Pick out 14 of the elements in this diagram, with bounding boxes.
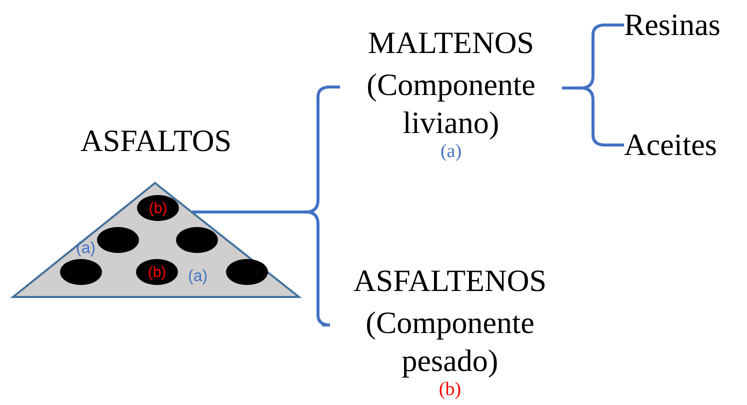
heading: ASFALTOS [79, 122, 233, 160]
fraction-mark: (a) [188, 268, 208, 286]
fraction-mark: (b) [438, 380, 462, 400]
brace-connector [562, 86, 624, 146]
fraction-mark: (a) [439, 142, 463, 162]
fraction-mark: (b) [148, 264, 166, 280]
fraction-label: Resinas [624, 6, 722, 44]
component-heading: ASFALTENOS [352, 262, 548, 300]
fraction-mark: (a) [76, 240, 96, 258]
component-description: (Componente liviano) [366, 66, 536, 142]
component-description: (Componente pesado) [364, 304, 536, 380]
fraction-label: Aceites [624, 126, 718, 164]
fraction-mark: (b) [148, 200, 168, 216]
component-heading: MALTENOS [367, 24, 535, 62]
